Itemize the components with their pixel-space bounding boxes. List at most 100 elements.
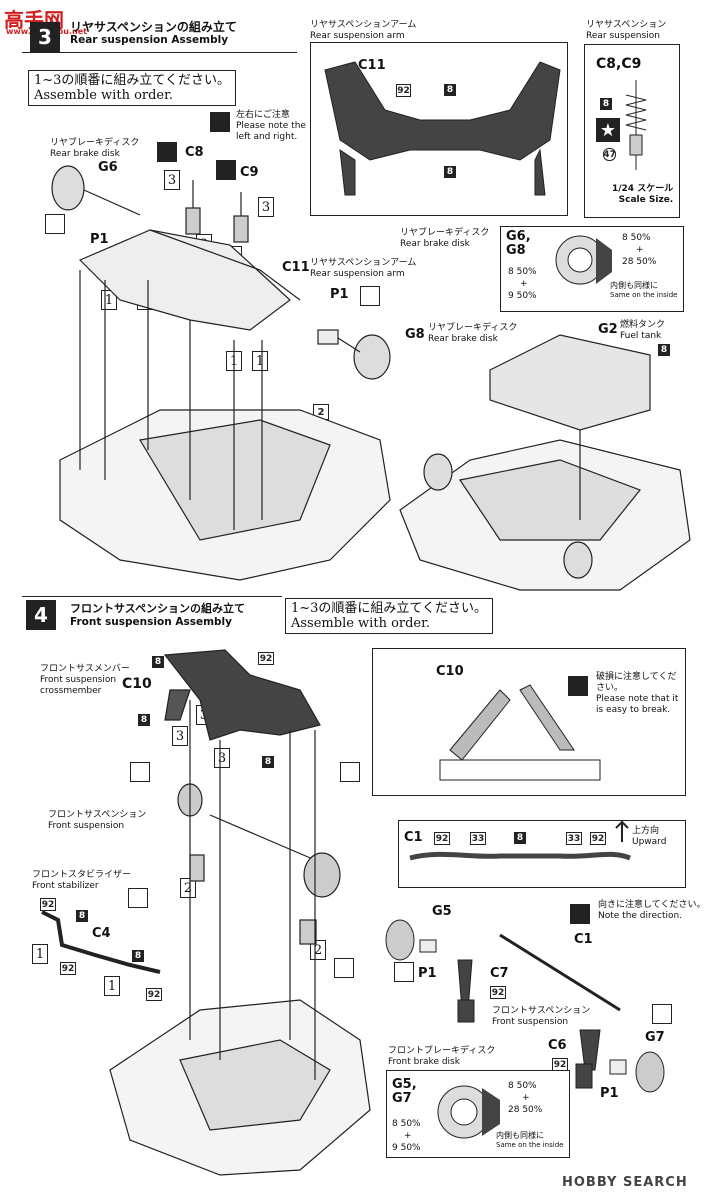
no-cement-icon-3	[130, 762, 150, 782]
step4-title-jp: フロントサスペンションの組み立て	[70, 602, 246, 615]
rear-disk-jp: リヤブレーキディスク	[50, 138, 140, 148]
rear-susp-num: 8	[600, 98, 612, 110]
qty-2b: 2	[226, 246, 242, 266]
rear-susp-part: C8,C9	[596, 56, 642, 72]
step4-order-en: Assemble with order.	[291, 616, 431, 631]
step-number-3: 3	[30, 22, 60, 52]
stab-num-92a: 92	[40, 898, 56, 911]
disk-color-right: 8 50% + 28 50%	[622, 232, 656, 268]
caution-icon	[210, 112, 230, 132]
qty-3a: 3	[164, 170, 180, 190]
front-susp-label: フロントサスペンション Front suspension	[48, 810, 146, 832]
part-c8: C8	[185, 145, 204, 160]
s4-qty-2a: 2	[180, 878, 196, 898]
stab-jp: フロントスタビライザー	[32, 870, 132, 880]
upward-en: Upward	[632, 837, 667, 847]
no-cement-icon	[45, 214, 65, 234]
c1-num-8: 8	[514, 832, 526, 844]
part-p1-front: P1	[418, 966, 437, 981]
step-ref-3: 3	[166, 1124, 182, 1140]
front-disk-inside: 内側も同様に Same on the inside	[496, 1130, 563, 1149]
c10-caution-en: Please note that it is easy to break.	[596, 694, 679, 715]
c7-num-92: 92	[490, 986, 506, 999]
stab-num-8b: 8	[132, 950, 144, 962]
disk-color-title: リヤブレーキディスク Rear brake disk	[400, 228, 489, 250]
part-c10: C10	[122, 676, 152, 692]
c10-caution-jp: 破損に注意してください。	[596, 672, 677, 693]
direction-jp: 向きに注意してください。	[598, 900, 706, 910]
step4-order-jp: 1~3の順番に組み立てください。	[291, 601, 488, 616]
rear-susp-num47: 47	[603, 148, 616, 161]
front-right-a: 8 50%	[508, 1081, 537, 1091]
scale-en: Scale Size.	[618, 195, 674, 205]
qty-1b: 1	[137, 290, 153, 310]
front-disk-right: 8 50% + 28 50%	[508, 1080, 542, 1116]
arm-label: リヤサスペンションアーム Rear suspension arm	[310, 258, 416, 280]
part-g6: G6	[98, 160, 118, 175]
arm-panel-part: C11	[358, 58, 386, 73]
tank-num: 8	[658, 344, 670, 356]
s4-qty-1b: 1	[104, 976, 120, 996]
tank-en: Fuel tank	[620, 331, 662, 341]
disk-inside-note: 内側も同様に Same on the inside	[610, 280, 677, 299]
member-label: フロントサスメンバー Front suspension crossmember	[40, 664, 130, 697]
c1-panel-part: C1	[404, 830, 423, 845]
rear-disk-en: Rear brake disk	[50, 149, 120, 159]
direction-en: Note the direction.	[598, 911, 683, 921]
c10-detail-panel	[372, 648, 686, 796]
step3-title-jp: リヤサスペンションの組み立て	[70, 20, 237, 34]
glue-icon	[157, 142, 177, 162]
part-c6: C6	[548, 1038, 567, 1053]
arm-detail-panel	[310, 42, 568, 216]
c1-num-33a: 33	[470, 832, 486, 845]
no-cement-icon-7	[394, 962, 414, 982]
part-g5: G5	[432, 904, 452, 919]
part-p1b: P1	[330, 287, 349, 302]
c10-panel-part: C10	[436, 664, 464, 679]
step4-order-box: 1~3の順番に組み立てください。 Assemble with order.	[285, 598, 494, 634]
rear-susp-panel-title: リヤサスペンション Rear suspension	[586, 20, 666, 42]
c10-caution: 破損に注意してください。 Please note that it is easy…	[596, 672, 682, 716]
order-en: Assemble with order.	[34, 88, 174, 103]
scale-label: 1/24 スケール Scale Size.	[612, 184, 673, 206]
arm-num-8a: 8	[352, 76, 364, 88]
disk-inside-jp: 内側も同様に	[610, 281, 658, 290]
qty-1d: 1	[252, 351, 268, 371]
part-c9: C9	[240, 165, 259, 180]
rear-disk2-jp: リヤブレーキディスク	[428, 323, 518, 333]
arm-panel-title: リヤサスペンションアーム Rear suspension arm	[310, 20, 416, 42]
part-p1-front-b: P1	[600, 1086, 619, 1101]
s4-num-8b: 8	[138, 714, 150, 726]
caution-en: Please note the left and right.	[236, 121, 306, 142]
step3-title-en: Rear suspension Assembly	[70, 34, 229, 46]
qty-2a: 2	[196, 234, 212, 254]
step4-divider-top	[22, 596, 282, 597]
rear-disk2-label: リヤブレーキディスク Rear brake disk	[428, 323, 517, 345]
part-c7: C7	[490, 966, 509, 981]
s4-num-8c: 8	[262, 756, 274, 768]
front-disk-left: 8 50% + 9 50%	[392, 1118, 421, 1154]
upward-label: 上方向 Upward	[632, 826, 666, 848]
part-g7: G7	[645, 1030, 665, 1045]
front-right-b: 28 50%	[508, 1105, 543, 1115]
tank-label: 燃料タンク Fuel tank	[620, 320, 665, 342]
stab-en: Front stabilizer	[32, 881, 99, 891]
disk-left-plus: +	[520, 279, 528, 289]
stab-num-92c: 92	[146, 988, 162, 1001]
disk-left-a: 8 50%	[508, 267, 537, 277]
no-cement-icon-6	[334, 958, 354, 978]
front-susp2-en: Front suspension	[492, 1017, 569, 1027]
rear-susp-title-jp: リヤサスペンション	[586, 20, 667, 30]
front-inside-en: Same on the inside	[496, 1141, 564, 1149]
disk-color-left: 8 50% + 9 50%	[508, 266, 537, 302]
s4-qty-3c: 3	[214, 748, 230, 768]
step-number-4: 4	[26, 600, 56, 630]
no-cement-icon-5	[128, 888, 148, 908]
arm-panel-title-en: Rear suspension arm	[310, 31, 405, 41]
caution-text: 左右にご注意 Please note the left and right.	[236, 110, 316, 143]
step3-divider	[22, 52, 297, 53]
arm-panel-title-jp: リヤサスペンションアーム	[310, 20, 417, 30]
arm-num-8c: 8	[546, 76, 558, 88]
member-en2: crossmember	[40, 686, 102, 696]
no-cement-icon-8	[652, 1004, 672, 1024]
